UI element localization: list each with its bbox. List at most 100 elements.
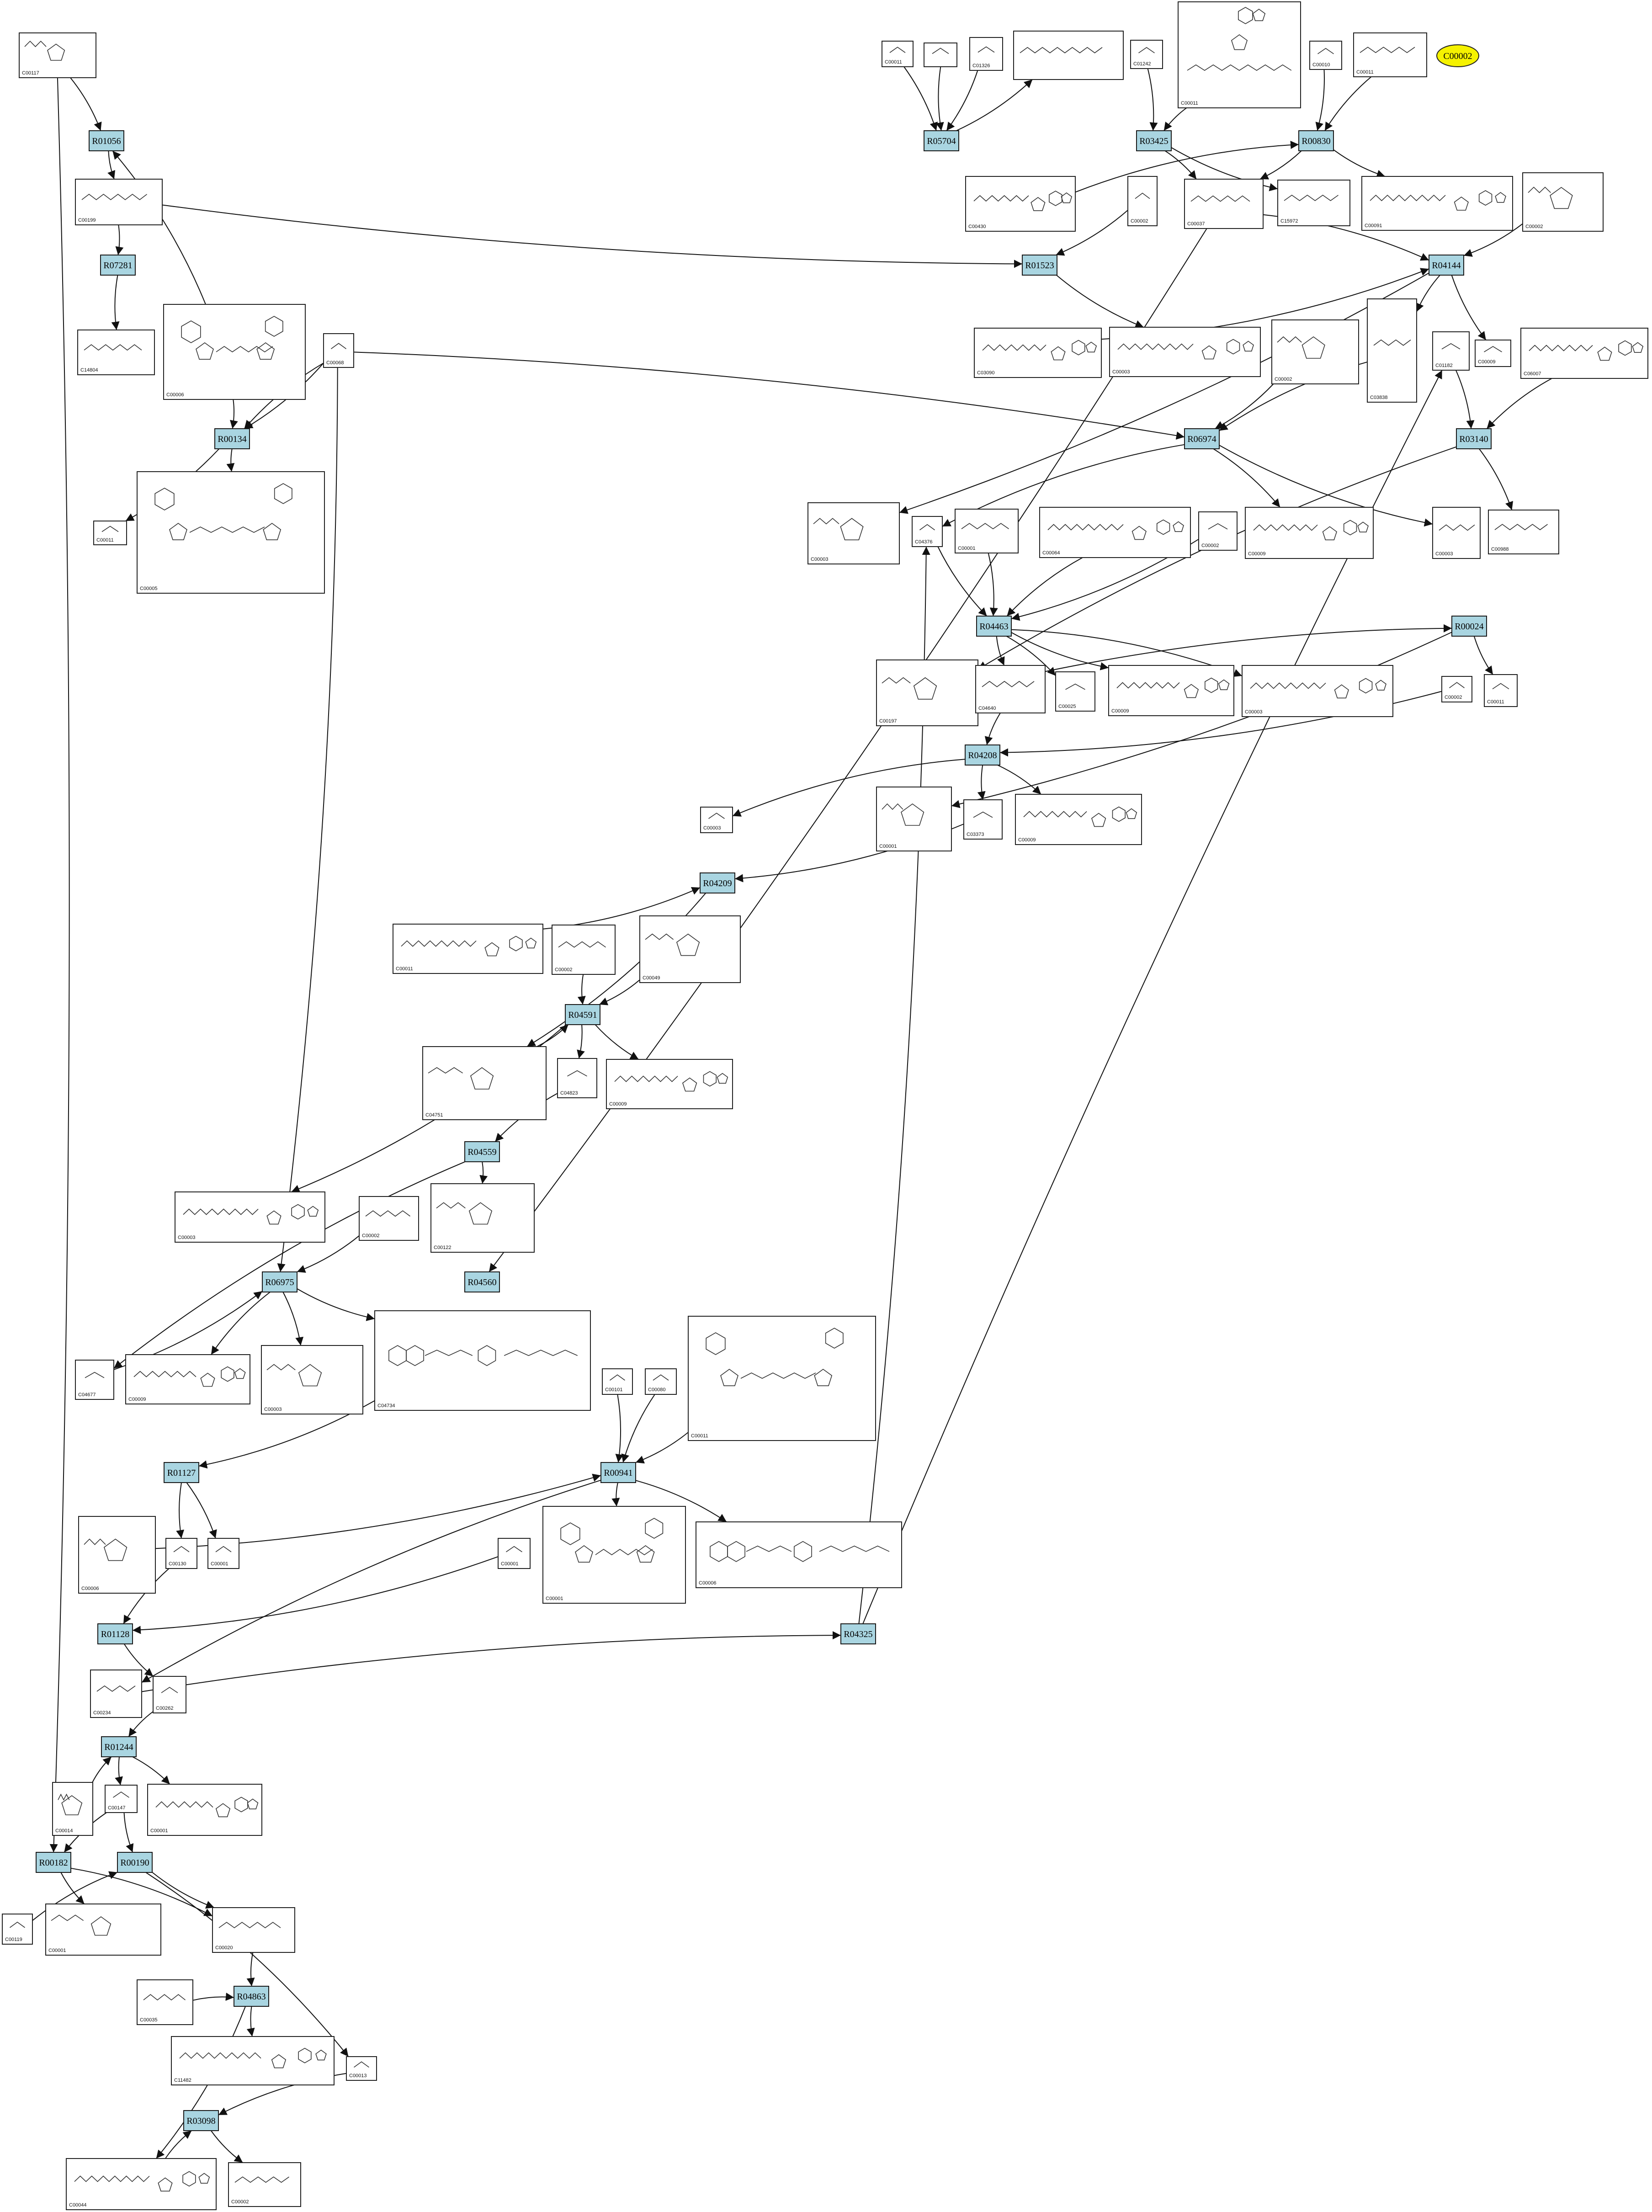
compound-node[interactable]: C00068 xyxy=(323,333,354,368)
compound-node[interactable]: C00002 xyxy=(1441,676,1472,702)
compound-node[interactable]: C11482 xyxy=(171,2036,335,2085)
compound-node[interactable]: C04376 xyxy=(912,516,943,547)
compound-node[interactable]: C00002 xyxy=(1271,319,1359,384)
compound-node[interactable]: C00001 xyxy=(955,509,1019,553)
compound-node[interactable]: C01242 xyxy=(1130,40,1163,69)
compound-node[interactable]: C00035 xyxy=(137,1979,193,2025)
compound-node[interactable]: C00064 xyxy=(1039,507,1191,558)
reaction-node[interactable]: R04144 xyxy=(1429,255,1464,276)
compound-node[interactable]: C00002 xyxy=(1522,172,1604,232)
compound-node[interactable]: C00011 xyxy=(1178,1,1301,108)
compound-node[interactable]: C00011 xyxy=(882,41,914,67)
compound-node[interactable]: C00011 xyxy=(1484,674,1518,707)
compound-node[interactable]: C00001 xyxy=(542,1506,686,1604)
reaction-node[interactable]: R00941 xyxy=(600,1462,636,1483)
compound-node[interactable]: C00234 xyxy=(90,1670,142,1718)
compound-node[interactable]: C00262 xyxy=(153,1676,186,1713)
compound-node[interactable]: C04734 xyxy=(374,1310,591,1411)
reaction-node[interactable]: R03425 xyxy=(1136,130,1172,151)
compound-node[interactable]: C04640 xyxy=(975,665,1046,713)
compound-node[interactable]: C00010 xyxy=(1309,41,1342,70)
reaction-node[interactable]: R00134 xyxy=(214,428,250,449)
compound-node[interactable]: C15972 xyxy=(1277,180,1350,226)
reaction-node[interactable]: R01128 xyxy=(97,1623,133,1644)
compound-node[interactable]: C06007 xyxy=(1520,328,1648,379)
compound-node[interactable]: C00130 xyxy=(165,1538,197,1569)
compound-node[interactable]: C00009 xyxy=(606,1059,733,1109)
compound-node[interactable]: C00080 xyxy=(645,1368,677,1395)
compound-node[interactable]: C00002 xyxy=(1198,511,1238,551)
compound-node[interactable]: C00119 xyxy=(2,1914,33,1945)
compound-node[interactable]: C00044 xyxy=(66,2158,217,2210)
compound-node[interactable]: C00147 xyxy=(105,1785,138,1813)
compound-node[interactable]: C00002 xyxy=(359,1196,419,1241)
compound-node[interactable] xyxy=(1013,31,1124,80)
compound-node[interactable]: C00001 xyxy=(45,1904,161,1956)
compound-node[interactable]: C14804 xyxy=(77,330,155,375)
compound-node[interactable]: C00003 xyxy=(807,502,900,564)
reaction-node[interactable]: R00024 xyxy=(1451,616,1487,637)
compound-node[interactable]: C03838 xyxy=(1367,298,1417,403)
compound-node[interactable]: C04823 xyxy=(557,1058,597,1098)
compound-node[interactable]: C00001 xyxy=(876,787,952,851)
compound-node[interactable]: C00003 xyxy=(1242,665,1393,717)
compound-node[interactable]: C00003 xyxy=(175,1191,325,1243)
compound-node[interactable]: C00003 xyxy=(1432,507,1481,559)
reaction-node[interactable]: R00830 xyxy=(1298,130,1334,151)
compound-node[interactable]: C00009 xyxy=(1245,507,1374,559)
compound-node[interactable]: C00011 xyxy=(1353,32,1427,77)
compound-node[interactable]: C00020 xyxy=(212,1907,295,1953)
compound-node[interactable]: C00001 xyxy=(207,1538,239,1569)
reaction-node[interactable]: R01523 xyxy=(1022,255,1057,276)
compound-node[interactable]: C01182 xyxy=(1432,331,1470,371)
compound-node[interactable]: C00009 xyxy=(1475,340,1511,367)
reaction-node[interactable]: R04591 xyxy=(565,1004,600,1025)
compound-node[interactable]: C00003 xyxy=(1109,327,1261,377)
reaction-node[interactable]: R00182 xyxy=(36,1852,71,1873)
compound-node[interactable]: C00009 xyxy=(1015,794,1142,845)
compound-node[interactable]: C00001 xyxy=(147,1784,262,1836)
compound-node[interactable]: C00122 xyxy=(430,1183,535,1253)
compound-node[interactable]: C03373 xyxy=(963,799,1003,840)
reaction-node[interactable]: R03098 xyxy=(183,2110,219,2131)
compound-node[interactable]: C00002 xyxy=(552,925,616,975)
compound-node[interactable]: C00009 xyxy=(1108,665,1234,716)
compound-node[interactable]: C00025 xyxy=(1055,671,1095,712)
compound-node[interactable]: C00197 xyxy=(876,659,978,726)
compound-node[interactable]: C00101 xyxy=(602,1368,633,1395)
reaction-node[interactable]: R05704 xyxy=(924,130,959,151)
compound-node[interactable]: C03090 xyxy=(974,328,1102,378)
reaction-node[interactable]: R06975 xyxy=(262,1271,297,1292)
reaction-node[interactable]: R00190 xyxy=(117,1852,153,1873)
compound-node[interactable]: C00014 xyxy=(52,1782,93,1836)
reaction-node[interactable]: R04325 xyxy=(840,1623,876,1644)
compound-node[interactable]: C00011 xyxy=(688,1316,876,1441)
compound-node[interactable]: C00009 xyxy=(125,1354,250,1404)
compound-node[interactable]: C00006 xyxy=(78,1516,156,1594)
compound-node[interactable]: C00013 xyxy=(346,2056,377,2081)
reaction-node[interactable]: R04463 xyxy=(976,616,1012,637)
reaction-node[interactable]: R03140 xyxy=(1456,428,1492,449)
compound-node[interactable]: C00011 xyxy=(93,521,127,545)
compound-node[interactable]: C00006 xyxy=(163,304,306,400)
compound-node[interactable]: C00005 xyxy=(137,471,325,594)
reaction-node[interactable]: R04209 xyxy=(700,872,735,893)
reaction-node[interactable]: R01127 xyxy=(164,1462,199,1483)
reaction-node[interactable]: R01244 xyxy=(101,1736,137,1757)
compound-node[interactable]: C00199 xyxy=(75,179,163,225)
compound-node[interactable]: C00430 xyxy=(965,176,1076,232)
reaction-node[interactable]: R04560 xyxy=(464,1271,500,1292)
reaction-node[interactable]: R01056 xyxy=(89,130,124,151)
compound-node[interactable]: C04751 xyxy=(422,1046,547,1120)
compound-node[interactable]: C00988 xyxy=(1488,510,1559,554)
compound-node[interactable]: C00049 xyxy=(639,915,741,983)
compound-node[interactable]: C00002 xyxy=(228,2162,301,2207)
compound-node[interactable]: C00011 xyxy=(393,924,543,974)
reaction-node[interactable]: R04208 xyxy=(965,744,1000,766)
compound-node[interactable]: C00003 xyxy=(261,1345,363,1414)
compound-node[interactable]: C00037 xyxy=(1184,179,1264,229)
compound-node[interactable]: C00091 xyxy=(1361,176,1513,231)
highlight-ellipse[interactable] xyxy=(1436,44,1479,67)
compound-node[interactable]: C00006 xyxy=(696,1521,902,1588)
reaction-node[interactable]: R06974 xyxy=(1184,428,1220,449)
